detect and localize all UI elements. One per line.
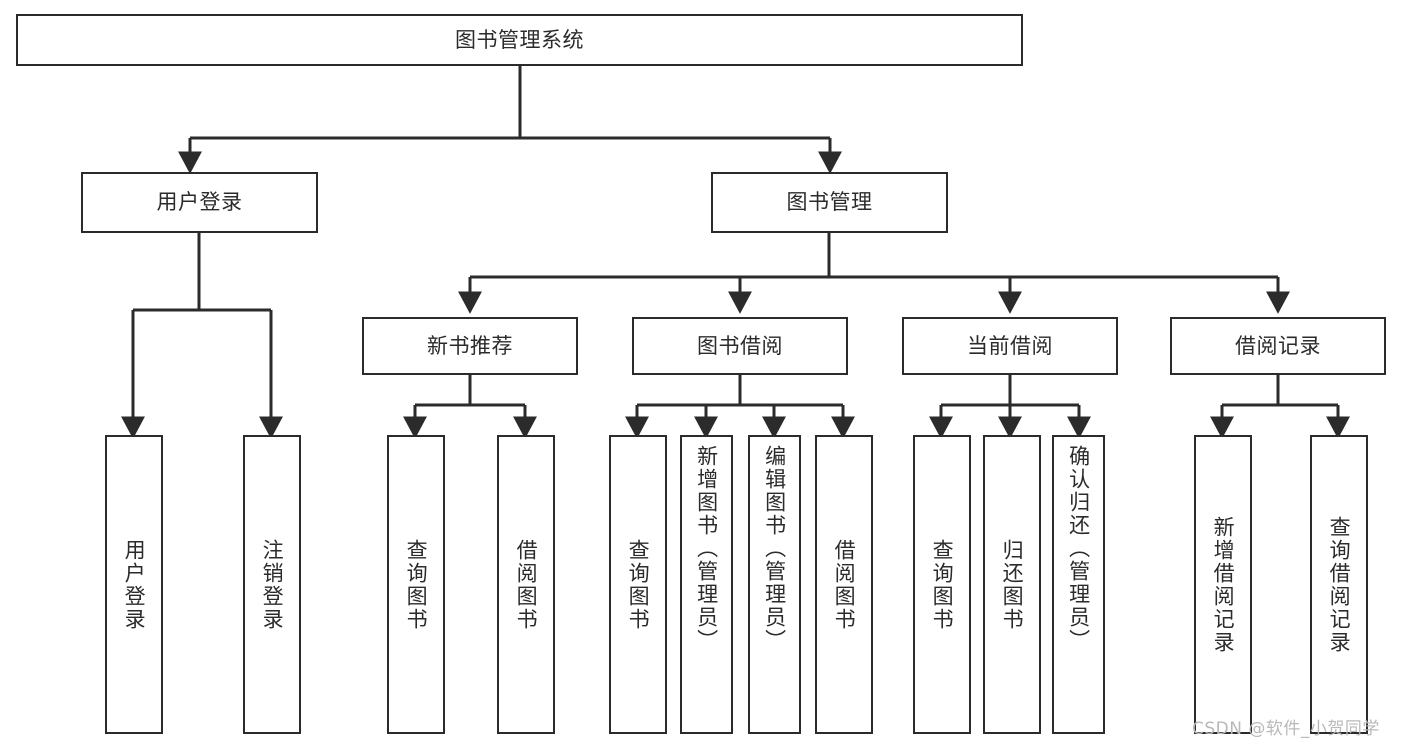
leaf-user-login-label: 用户登录	[122, 538, 147, 631]
leaf-query-book-2-label: 查询图书	[626, 538, 651, 631]
leaf-user-login[interactable]: 用户登录	[105, 435, 163, 734]
node-borrow-record-label: 借阅记录	[1235, 333, 1321, 358]
leaf-borrow-book-1[interactable]: 借阅图书	[497, 435, 555, 734]
node-book-borrow[interactable]: 图书借阅	[632, 317, 848, 375]
leaf-add-book[interactable]: 新增图书（管理员）	[680, 435, 733, 734]
node-book-borrow-label: 图书借阅	[697, 333, 783, 358]
leaf-query-book-3-label: 查询图书	[930, 538, 955, 631]
leaf-borrow-book-2[interactable]: 借阅图书	[815, 435, 873, 734]
leaf-add-borrow-record-label: 新增借阅记录	[1211, 515, 1236, 654]
node-book-manage[interactable]: 图书管理	[711, 172, 948, 233]
node-current-borrow-label: 当前借阅	[967, 333, 1053, 358]
node-root[interactable]: 图书管理系统	[16, 14, 1023, 66]
leaf-confirm-return-label: 确认归还（管理员）	[1066, 445, 1091, 652]
leaf-confirm-return[interactable]: 确认归还（管理员）	[1052, 435, 1105, 734]
leaf-logout-label: 注销登录	[260, 538, 285, 631]
leaf-query-book-1-label: 查询图书	[404, 538, 429, 631]
node-new-book-recommend-label: 新书推荐	[427, 333, 513, 358]
node-root-label: 图书管理系统	[455, 27, 584, 52]
watermark: CSDN @软件_小贺同学	[1192, 719, 1380, 739]
node-user-login[interactable]: 用户登录	[81, 172, 318, 233]
node-user-login-label: 用户登录	[156, 190, 243, 215]
leaf-query-book-1[interactable]: 查询图书	[387, 435, 445, 734]
node-current-borrow[interactable]: 当前借阅	[902, 317, 1118, 375]
leaf-edit-book[interactable]: 编辑图书（管理员）	[748, 435, 801, 734]
node-new-book-recommend[interactable]: 新书推荐	[362, 317, 578, 375]
leaf-edit-book-label: 编辑图书（管理员）	[762, 445, 787, 652]
leaf-add-book-label: 新增图书（管理员）	[694, 445, 719, 652]
leaf-query-borrow-record[interactable]: 查询借阅记录	[1310, 435, 1368, 734]
leaf-return-book[interactable]: 归还图书	[983, 435, 1041, 734]
leaf-query-book-3[interactable]: 查询图书	[913, 435, 971, 734]
node-borrow-record[interactable]: 借阅记录	[1170, 317, 1386, 375]
leaf-query-book-2[interactable]: 查询图书	[609, 435, 667, 734]
leaf-borrow-book-2-label: 借阅图书	[832, 538, 857, 631]
leaf-query-borrow-record-label: 查询借阅记录	[1327, 515, 1352, 654]
leaf-borrow-book-1-label: 借阅图书	[514, 538, 539, 631]
leaf-return-book-label: 归还图书	[1000, 538, 1025, 631]
node-book-manage-label: 图书管理	[786, 190, 873, 215]
leaf-add-borrow-record[interactable]: 新增借阅记录	[1194, 435, 1252, 734]
leaf-logout[interactable]: 注销登录	[243, 435, 301, 734]
